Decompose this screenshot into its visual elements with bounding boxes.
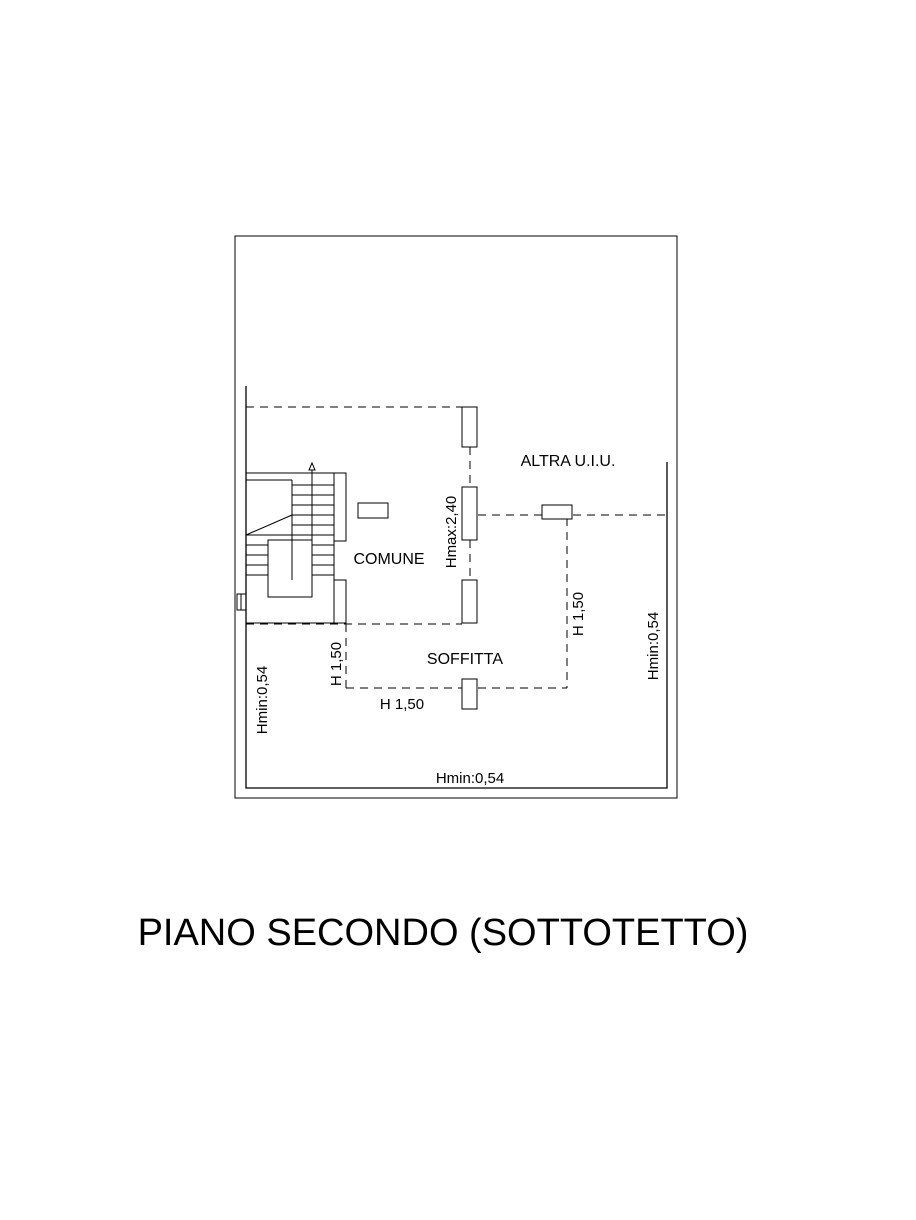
dashed-partitions bbox=[246, 406, 667, 689]
staircase bbox=[236, 461, 347, 624]
room-label-comune: COMUNE bbox=[353, 551, 424, 568]
stair-arrow-icon bbox=[308, 461, 316, 471]
pillar bbox=[461, 486, 478, 541]
outer-walls bbox=[245, 386, 668, 789]
pillar bbox=[461, 406, 478, 448]
height-label-h150-bottom: H 1,50 bbox=[380, 696, 424, 713]
height-label-hmin-left: Hmin:0,54 bbox=[254, 666, 271, 734]
chimney bbox=[357, 502, 389, 519]
room-label-soffitta: SOFFITTA bbox=[427, 651, 503, 668]
sheet-frame bbox=[234, 235, 678, 799]
stair-cut-line bbox=[245, 514, 293, 536]
height-label-h150-left: H 1,50 bbox=[328, 642, 345, 686]
pillars bbox=[357, 406, 573, 710]
drawing-title: PIANO SECONDO (SOTTOTETTO) bbox=[138, 912, 749, 954]
height-label-h150-right: H 1,50 bbox=[570, 592, 587, 636]
height-label-hmin-bottom: Hmin:0,54 bbox=[436, 770, 504, 787]
height-label-hmax: Hmax:2,40 bbox=[443, 496, 460, 569]
pillar bbox=[461, 678, 478, 710]
room-label-altra-uiu: ALTRA U.I.U. bbox=[521, 453, 616, 470]
beam bbox=[541, 504, 573, 520]
height-label-hmin-right: Hmin:0,54 bbox=[645, 612, 662, 680]
pillar bbox=[461, 579, 478, 624]
